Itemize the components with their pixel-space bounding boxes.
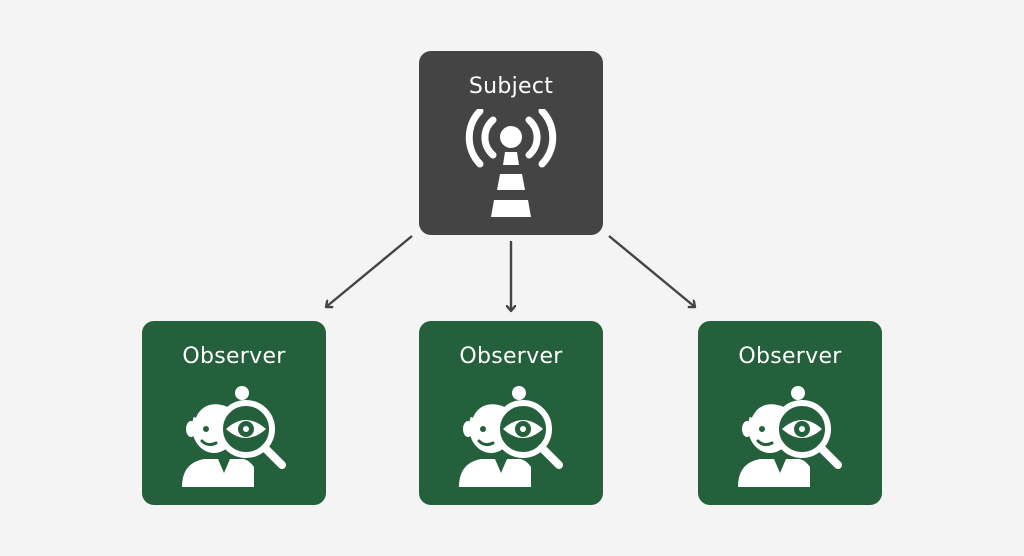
observer-magnifier-icon (182, 386, 286, 487)
observer-magnifier-icon (738, 386, 842, 487)
subject-label: Subject (468, 74, 554, 99)
observer-label: Observer (459, 344, 563, 369)
observer-node-3: Observer (698, 321, 882, 505)
arrow-to-observer-1 (326, 235, 413, 307)
observer-node-2: Observer (419, 321, 603, 505)
observer-label: Observer (182, 344, 286, 369)
subject-node: Subject (419, 51, 603, 235)
arrow-to-observer-3 (608, 235, 695, 307)
broadcast-tower-icon (465, 109, 557, 217)
observer-node-1: Observer (142, 321, 326, 505)
observer-magnifier-icon (459, 386, 563, 487)
observer-label: Observer (738, 344, 842, 369)
